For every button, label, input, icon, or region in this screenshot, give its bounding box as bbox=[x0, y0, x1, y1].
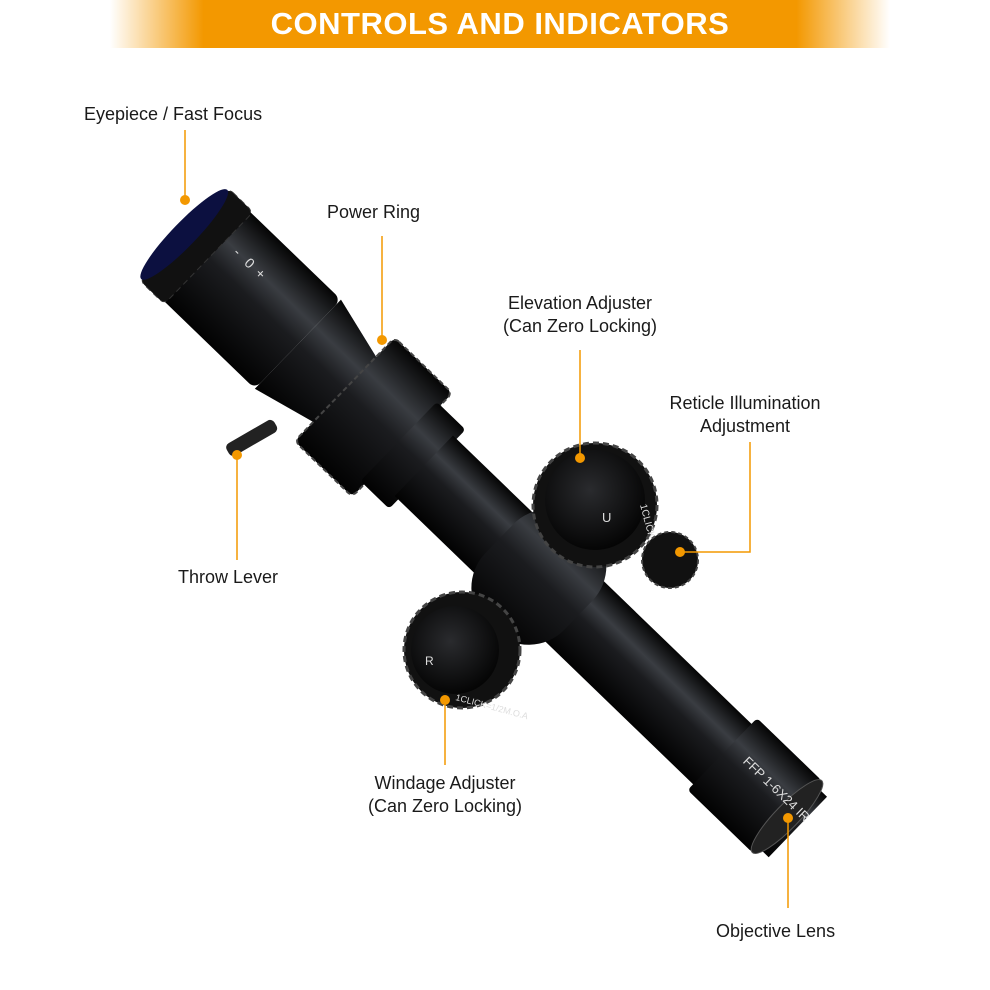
label-objective: Objective Lens bbox=[716, 921, 836, 941]
throw-lever-shape bbox=[226, 419, 278, 456]
label-throw-lever: Throw Lever bbox=[178, 567, 279, 587]
scope-body: FFP 1-6X24 IR - 0 + bbox=[140, 189, 828, 858]
callout-lines bbox=[184, 130, 789, 908]
elevation-turret: U 1CLICK=1/2M.O.A bbox=[531, 441, 669, 586]
label-windage: Windage Adjuster(Can Zero Locking) bbox=[367, 773, 523, 816]
svg-text:R: R bbox=[425, 654, 434, 668]
callout-dots bbox=[180, 195, 793, 823]
svg-text:U: U bbox=[602, 510, 611, 525]
label-power-ring: Power Ring bbox=[327, 202, 421, 222]
page-title: CONTROLS AND INDICATORS bbox=[270, 6, 730, 41]
title-banner: CONTROLS AND INDICATORS bbox=[110, 0, 890, 48]
illumination-knob bbox=[641, 531, 699, 589]
windage-turret: R 1CLICK=1/2M.O.A bbox=[402, 590, 529, 721]
label-eyepiece: Eyepiece / Fast Focus bbox=[84, 104, 263, 124]
label-elevation: Elevation Adjuster(Can Zero Locking) bbox=[502, 293, 658, 336]
